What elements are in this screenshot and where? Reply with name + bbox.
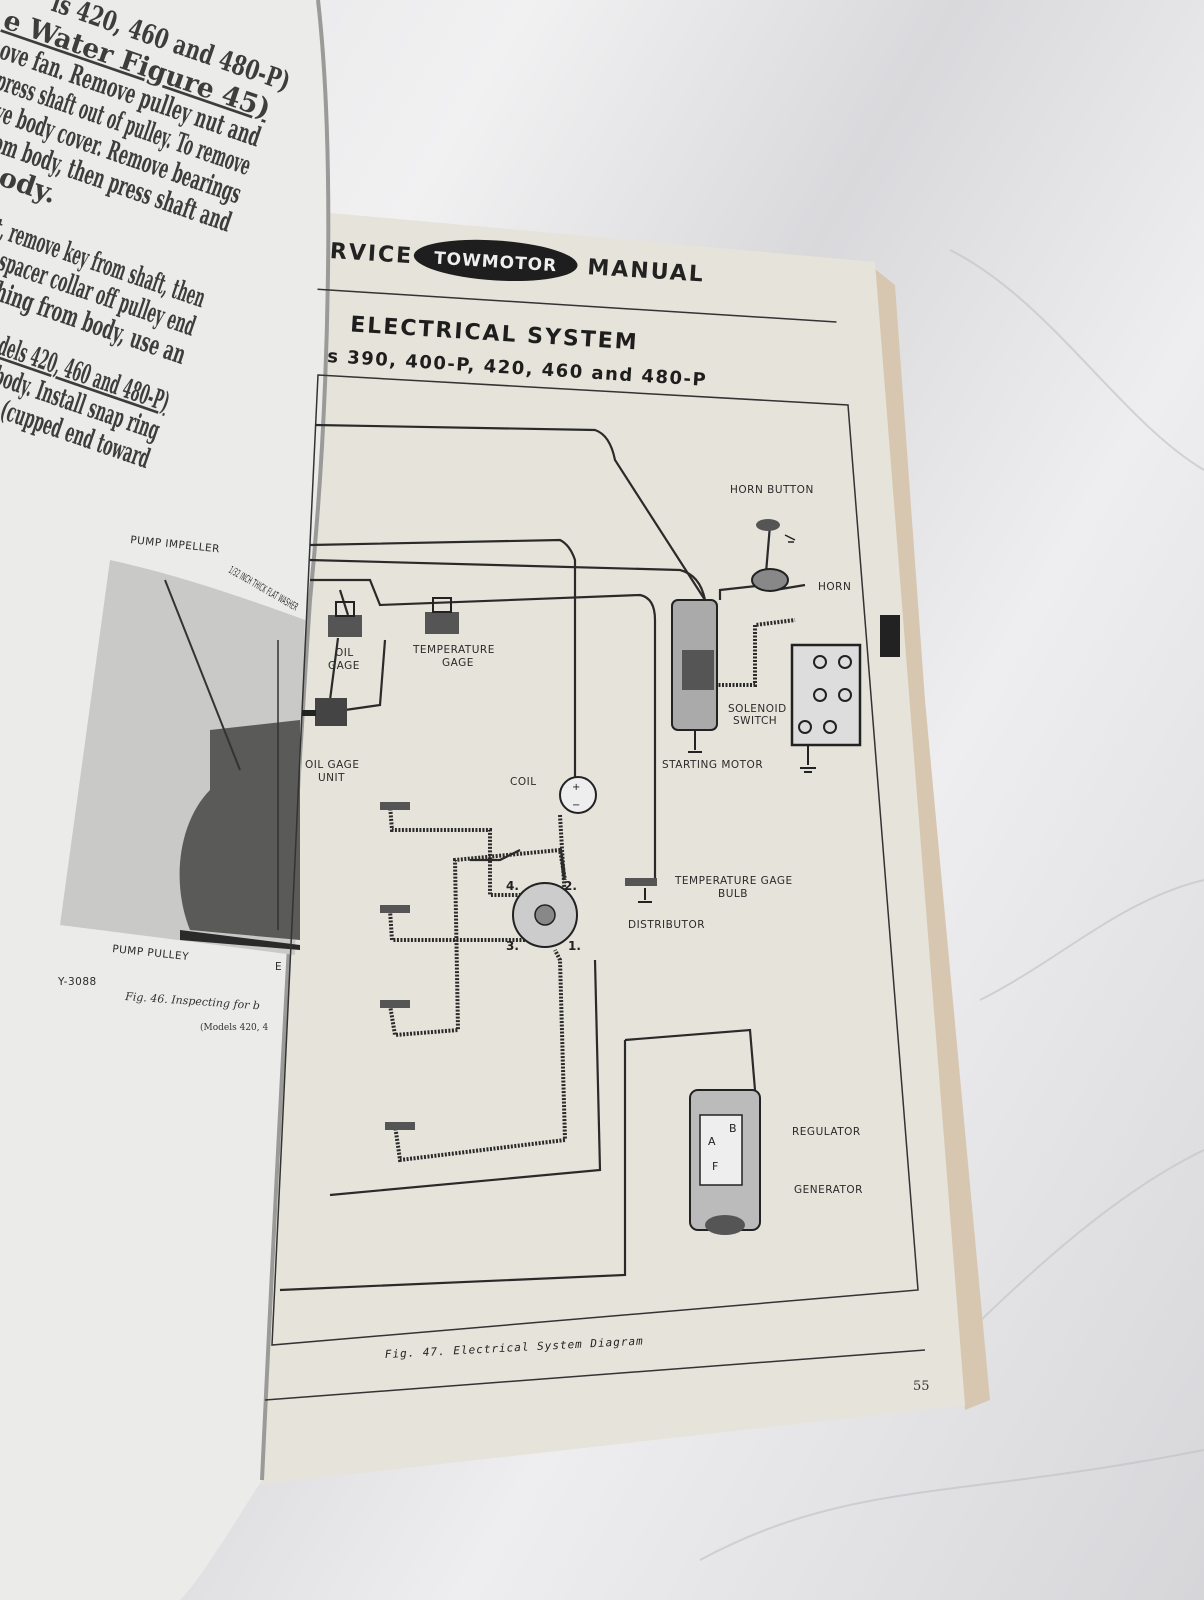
label-regulator: REGULATOR [792, 1126, 861, 1138]
svg-text:−: − [572, 800, 580, 811]
label-solenoid-switch: SOLENOID [728, 703, 787, 715]
figure-number: Y-3088 [57, 976, 97, 988]
label-oil-gage: GAGE [328, 660, 360, 672]
label-starting-motor: STARTING MOTOR [662, 759, 763, 771]
regulator-terminal-b: B [729, 1122, 737, 1135]
label-temperature-gage-bulb: BULB [718, 888, 748, 900]
page-gutter-shadow [260, 0, 331, 1481]
distributor-terminal: 4. [506, 879, 519, 893]
label-temperature-gage-bulb: TEMPERATURE GAGE [674, 875, 793, 887]
label-horn-button: HORN BUTTON [730, 484, 814, 496]
temperature-gage [425, 597, 459, 634]
header-rule [317, 288, 837, 323]
marble-veins [699, 249, 1204, 1561]
horn-button [756, 519, 796, 543]
label-distributor: DISTRIBUTOR [628, 919, 705, 931]
label-oil-gage-unit: UNIT [318, 772, 345, 784]
index-tab [880, 615, 900, 657]
distributor-terminal: 2. [564, 879, 577, 893]
right-page [255, 212, 965, 1485]
coil: + − [559, 776, 597, 814]
footer-rule [264, 1349, 926, 1401]
header-left: RVICE [329, 239, 414, 269]
label-coil: COIL [510, 776, 537, 788]
label-generator: GENERATOR [794, 1184, 863, 1196]
horn [751, 568, 789, 592]
generator-regulator: A B F [689, 1089, 761, 1235]
temperature-gage-bulb [625, 878, 657, 903]
diagram-border [271, 374, 919, 1346]
pump-figure: PUMP IMPELLER 1/32 INCH THICK FLAT WASHE… [57, 534, 305, 1033]
towmotor-logo [413, 239, 578, 282]
regulator-terminal-a: A [708, 1135, 716, 1148]
oil-gage [328, 601, 362, 637]
battery [790, 643, 862, 773]
regulator-terminal-f: F [712, 1160, 718, 1173]
spark-plugs [380, 802, 415, 1130]
page-edges [870, 265, 990, 1410]
oil-gage-unit [302, 698, 347, 726]
page-number: 55 [913, 1379, 930, 1394]
label-oil-gage: OIL [335, 647, 354, 659]
starting-motor [671, 599, 718, 753]
distributor-terminal: 3. [506, 939, 519, 953]
label-solenoid-switch: SWITCH [733, 715, 777, 727]
figure-label: E [275, 961, 282, 973]
label-temperature-gage: GAGE [442, 657, 474, 669]
figure-caption-sub: (Models 420, 4 [200, 1022, 268, 1033]
diagram-labels: HORN BUTTON HORN OIL GAGE TEMPERATURE GA… [305, 484, 863, 1196]
distributor [512, 882, 578, 948]
svg-text:+: + [572, 782, 580, 793]
label-temperature-gage: TEMPERATURE [412, 644, 495, 656]
label-oil-gage-unit: OIL GAGE [305, 759, 359, 771]
distributor-terminal: 1. [568, 939, 581, 953]
label-horn: HORN [818, 581, 851, 593]
